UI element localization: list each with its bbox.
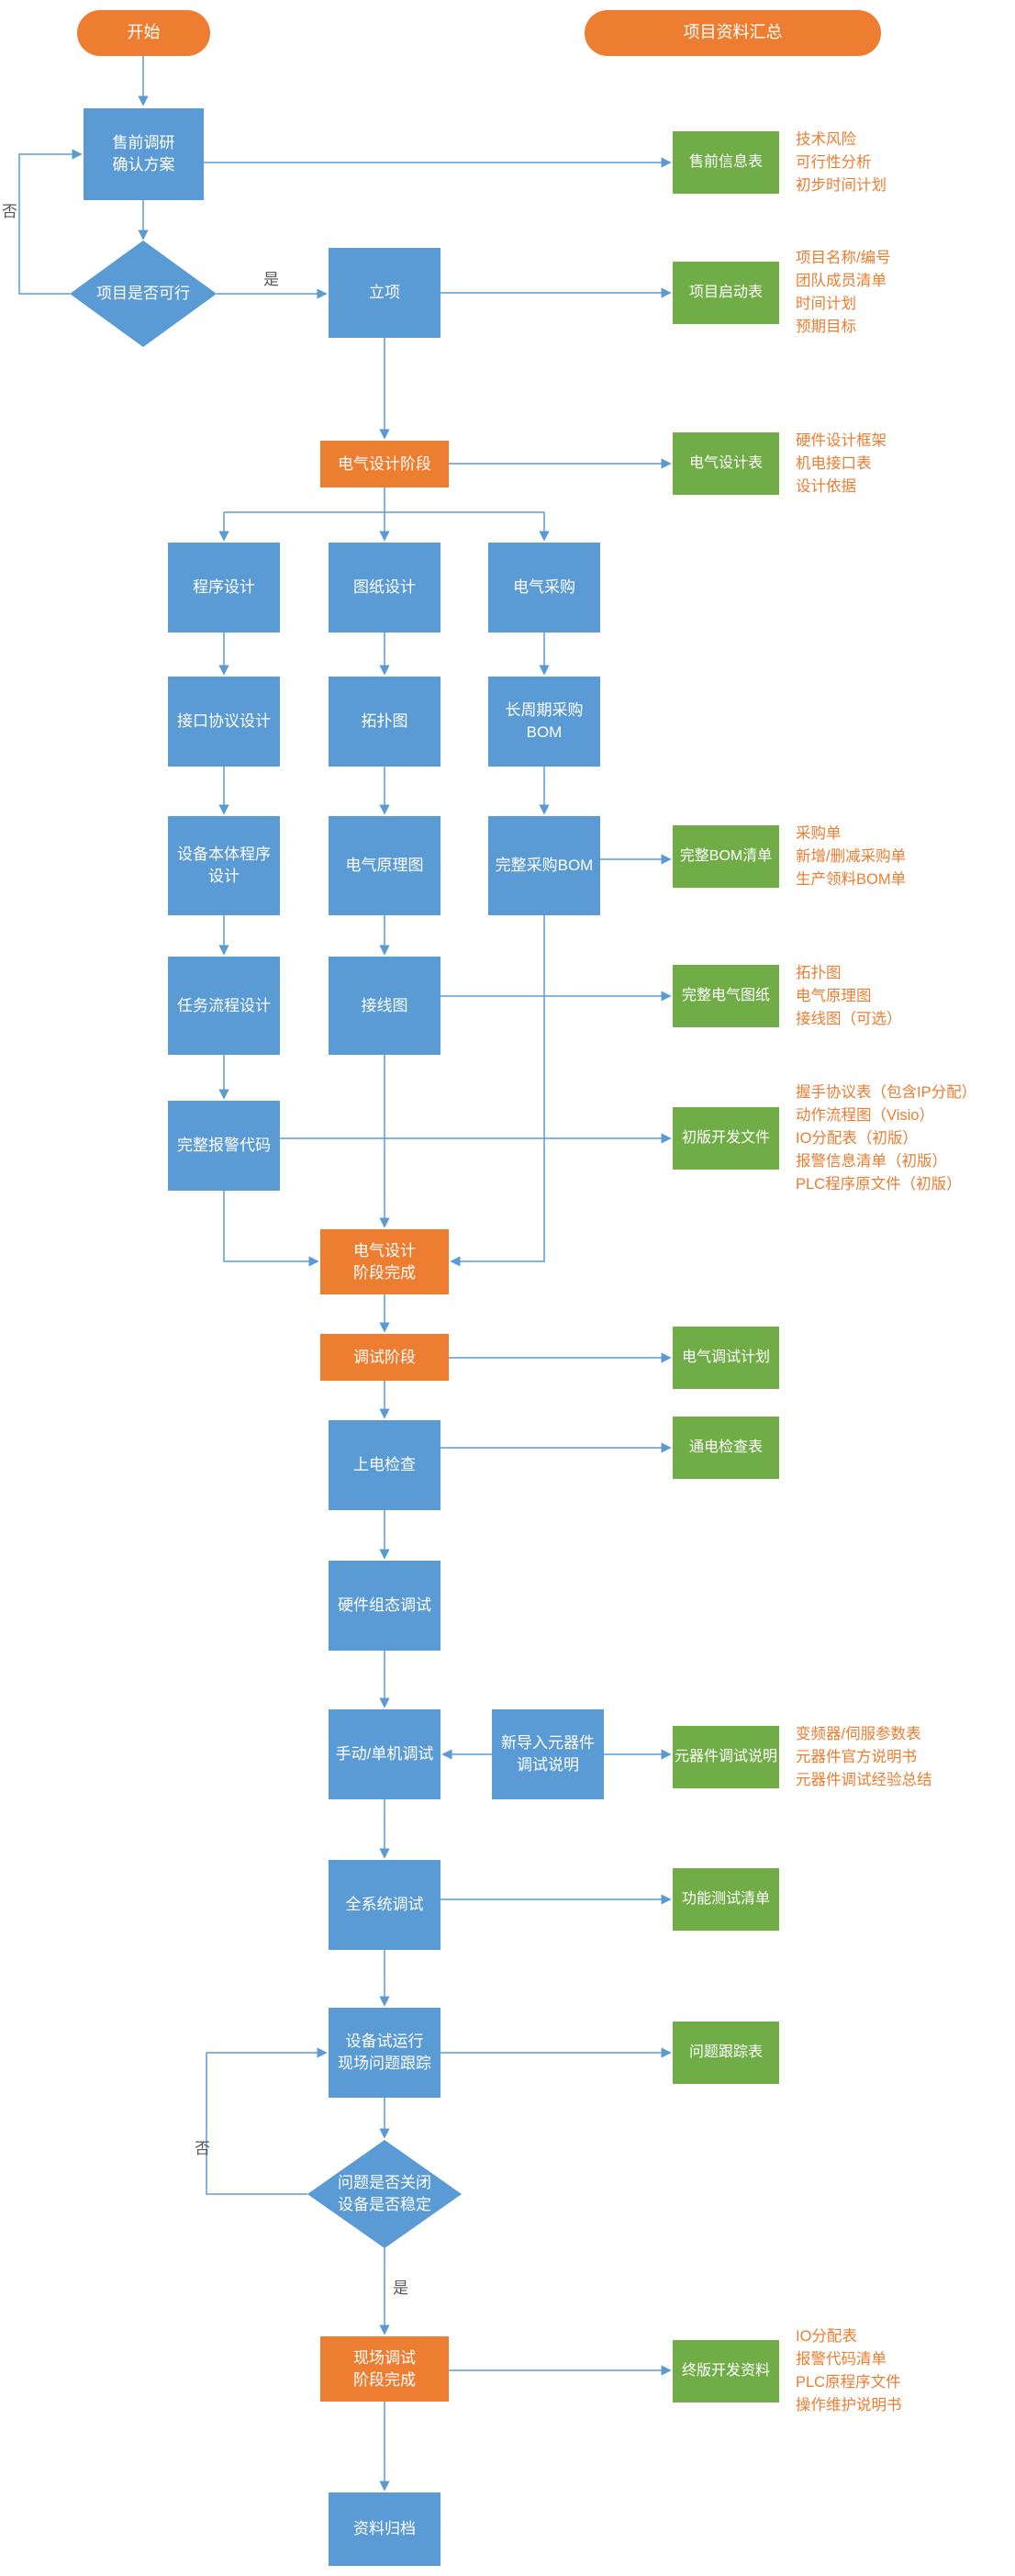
node-electrical-schematic: 电气原理图 (329, 816, 441, 915)
node-electrical-purchase: 电气采购 (488, 543, 600, 633)
output-electrical-design-sheet: 电气设计表 (673, 432, 779, 495)
output-full-electrical-drawings: 完整电气图纸 (673, 965, 779, 1027)
edge-label-no-stable: 否 (195, 2140, 210, 2157)
node-trial-run-issue-tracking: 设备试运行 现场问题跟踪 (329, 2008, 441, 2098)
node-interface-protocol-design: 接口协议设计 (168, 677, 280, 767)
node-alarm-code: 完整报警代码 (168, 1101, 280, 1191)
summary-header: 项目资料汇总 (585, 10, 881, 56)
edge-label-yes-feasible: 是 (263, 271, 279, 288)
annotation-presale-info: 技术风险 可行性分析 初步时间计划 (796, 131, 887, 194)
output-presale-info-sheet: 售前信息表 (673, 131, 779, 194)
node-full-system-debug: 全系统调试 (329, 1860, 441, 1950)
annotation-dev-files-v1: 握手协议表（包含IP分配） 动作流程图（Visio） IO分配表（初版） 报警信… (796, 1084, 977, 1193)
annotation-electrical-design: 硬件设计框架 机电接口表 设计依据 (796, 432, 887, 495)
node-topology-diagram: 拓扑图 (329, 677, 441, 767)
output-function-test-list: 功能测试清单 (673, 1868, 779, 1931)
output-full-bom-list: 完整BOM清单 (673, 825, 779, 888)
node-power-on-check: 上电检查 (329, 1420, 441, 1510)
edge-label-yes-stable: 是 (393, 2279, 408, 2297)
output-project-start-sheet: 项目启动表 (673, 262, 779, 324)
output-dev-files-v1: 初版开发文件 (673, 1107, 779, 1170)
output-component-debug-doc: 元器件调试说明 (673, 1726, 779, 1788)
node-manual-single-debug: 手动/单机调试 (329, 1709, 441, 1799)
node-device-program-design: 设备本体程序 设计 (168, 816, 280, 915)
node-drawing-design: 图纸设计 (329, 543, 441, 633)
stage-electrical-design: 电气设计阶段 (320, 441, 449, 487)
output-power-on-checklist: 通电检查表 (673, 1417, 779, 1479)
annotation-component-doc: 变频器/伺服参数表 元器件官方说明书 元器件调试经验总结 (796, 1726, 932, 1788)
output-issue-tracking-sheet: 问题跟踪表 (673, 2022, 779, 2084)
stage-debug: 调试阶段 (320, 1334, 449, 1381)
node-new-component-debug-doc: 新导入元器件 调试说明 (492, 1709, 604, 1799)
node-project-approval: 立项 (329, 248, 441, 338)
annotation-electrical-drawings: 拓扑图 电气原理图 接线图（可选） (796, 965, 902, 1027)
node-hardware-config-debug: 硬件组态调试 (329, 1561, 441, 1651)
stage-site-debug-done: 现场调试 阶段完成 (320, 2336, 449, 2402)
annotation-bom-list: 采购单 新增/删减采购单 生产领料BOM单 (796, 825, 907, 888)
output-electrical-debug-plan: 电气调试计划 (673, 1327, 779, 1389)
output-dev-files-final: 终版开发资料 (673, 2340, 779, 2402)
node-task-flow-design: 任务流程设计 (168, 957, 280, 1055)
node-wiring-diagram: 接线图 (329, 957, 441, 1055)
start-terminal: 开始 (77, 10, 210, 56)
stage-electrical-design-done: 电气设计 阶段完成 (320, 1229, 449, 1294)
edge-label-no-feasible: 否 (2, 203, 17, 220)
node-full-purchase-bom: 完整采购BOM (488, 816, 600, 915)
node-archive: 资料归档 (329, 2492, 441, 2566)
node-program-design: 程序设计 (168, 543, 280, 633)
annotation-dev-files-final: IO分配表 报警代码清单 PLC原程序文件 操作维护说明书 (796, 2328, 902, 2414)
annotation-project-start: 项目名称/编号 团队成员清单 时间计划 预期目标 (796, 250, 891, 335)
node-presales-research: 售前调研 确认方案 (84, 108, 204, 200)
node-long-lead-bom: 长周期采购 BOM (488, 677, 600, 767)
